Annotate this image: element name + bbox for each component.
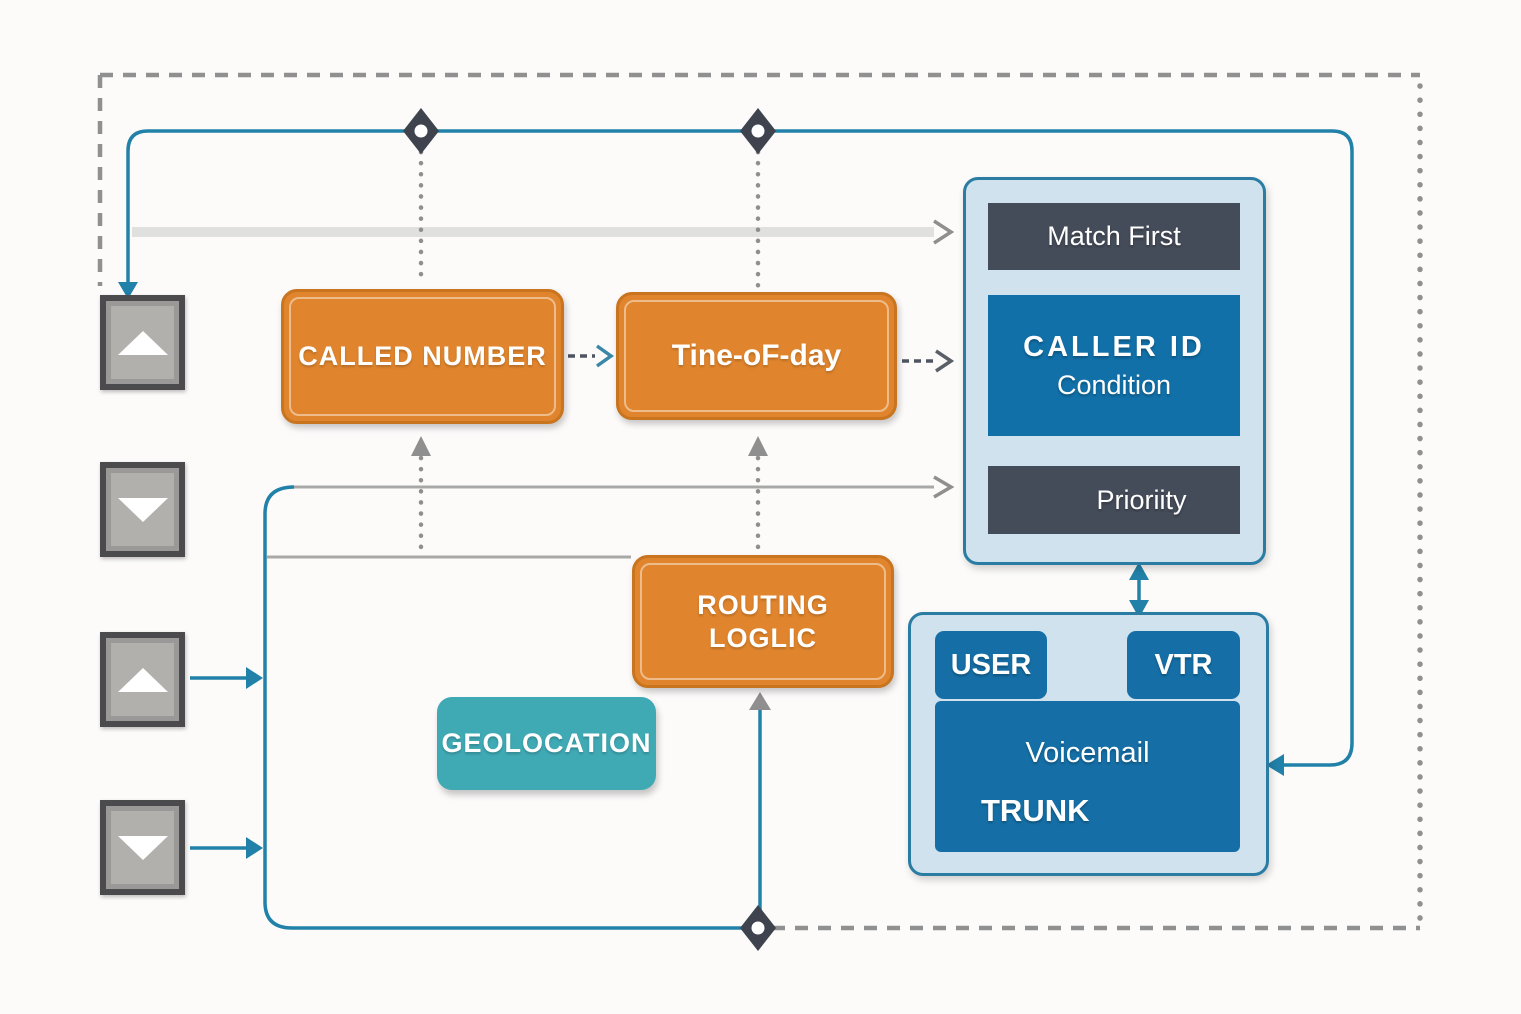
- spinner-down-button-1[interactable]: [100, 462, 185, 557]
- geolocation-label: GEOLOCATION: [441, 728, 652, 758]
- match-first-label: Match First: [1047, 221, 1181, 251]
- time-of-day-node: Tine-oF-day: [616, 292, 897, 420]
- user-label: USER: [950, 648, 1032, 681]
- spinner-down-button-2[interactable]: [100, 800, 185, 895]
- priority-box: Prioriity: [988, 466, 1240, 534]
- blue-arrowheads: [118, 282, 1284, 859]
- condition-label: Condition: [1056, 369, 1172, 400]
- routing-logic-label-line2: LOGLIC: [709, 622, 817, 653]
- down-arrow-icon: [117, 835, 168, 860]
- geolocation-node: GEOLOCATION: [437, 690, 662, 790]
- dashed-boundary: [97, 72, 1423, 931]
- trunk-panel: USER VTR Voicemail TRUNK: [908, 612, 1269, 876]
- called-number-label: CALLED NUMBER: [298, 341, 547, 371]
- dashed-flow-arrows: [568, 344, 955, 373]
- caller-id-box: CALLER ID Condition: [988, 295, 1240, 436]
- priority-line: [294, 475, 955, 499]
- routing-logic-node: ROUTING LOGLIC: [632, 555, 894, 688]
- caller-id-label: CALLER ID: [1023, 330, 1205, 363]
- routing-logic-label-line1: ROUTING: [697, 589, 829, 620]
- down-arrow-icon: [117, 497, 168, 522]
- called-number-node: CALLED NUMBER: [281, 289, 564, 424]
- dotted-connectors: [418, 149, 761, 557]
- routing-up-arrowhead: [749, 692, 771, 710]
- up-arrow-icon: [117, 667, 168, 692]
- spinner-up-button-1[interactable]: [100, 295, 185, 390]
- dotted-up-arrowheads: [411, 436, 768, 456]
- voicemail-trunk-box: Voicemail TRUNK: [935, 701, 1240, 852]
- match-first-box: Match First: [988, 203, 1240, 270]
- priority-label: Prioriity: [1096, 484, 1187, 515]
- vtr-label: VTR: [1154, 648, 1213, 681]
- diamond-connector-icon: [740, 905, 776, 951]
- voicemail-label: Voicemail: [1025, 737, 1150, 769]
- trunk-label: TRUNK: [981, 793, 1090, 828]
- spinner-up-button-2[interactable]: [100, 632, 185, 727]
- caller-id-condition-panel: Match First CALLER ID Condition Prioriit…: [963, 177, 1266, 565]
- vtr-tab: VTR: [1127, 631, 1240, 699]
- blue-flow-lines: [126, 129, 1354, 930]
- up-arrow-icon: [117, 330, 168, 355]
- diamond-connector-icon: [403, 108, 439, 154]
- user-tab: USER: [935, 631, 1047, 699]
- match-first-line: [132, 219, 955, 245]
- diamond-connector-icon: [740, 108, 776, 154]
- time-of-day-label: Tine-oF-day: [671, 339, 842, 372]
